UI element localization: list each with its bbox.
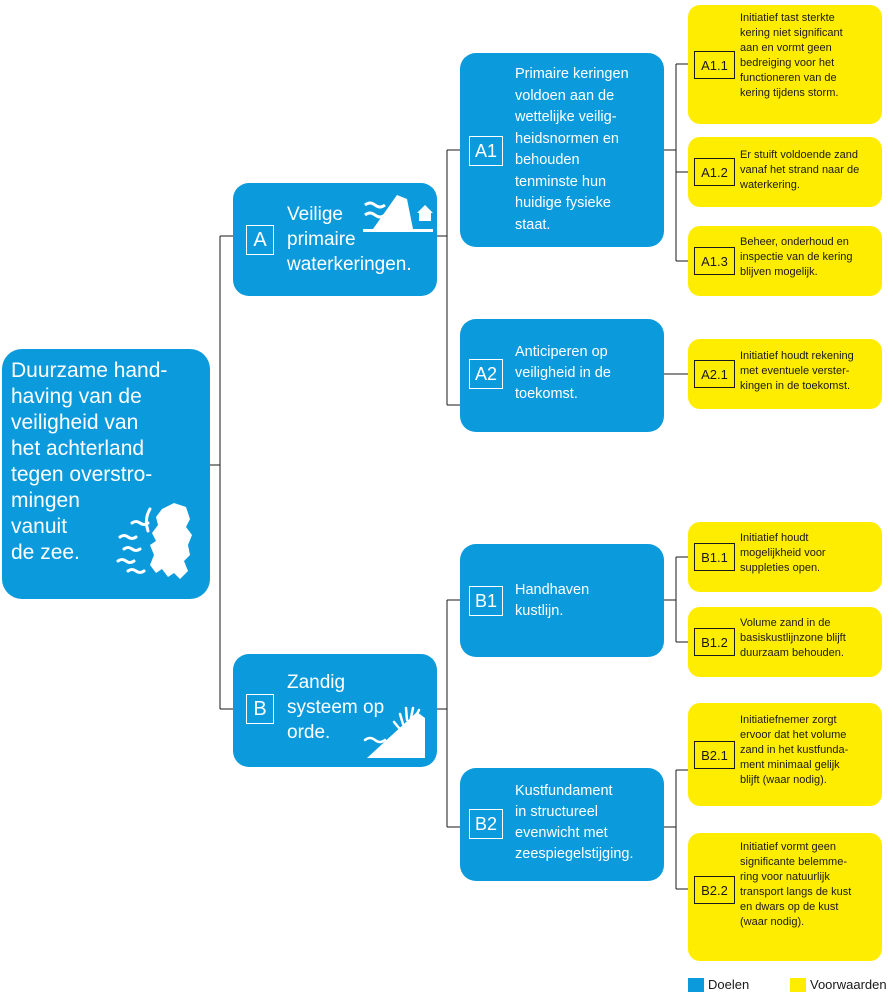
goal-text-a2: Anticiperen op veiligheid in de toekomst…: [515, 344, 611, 402]
condition-box-b1-1: B1.1 Initiatief houdt mogelijkheid voor …: [688, 522, 882, 592]
condition-code-b2-1: B2.1: [694, 741, 735, 769]
condition-text-a1-2: Er stuift voldoende zand vanaf het stran…: [740, 149, 860, 191]
goal-code-b1: B1: [469, 586, 503, 616]
goal-text-a: Veilige primaire waterkeringen.: [287, 204, 412, 275]
condition-text-b2-1: Initiatiefnemer zorgt ervoor dat het vol…: [740, 714, 849, 786]
goal-text-b1: Handhaven kustlijn.: [515, 582, 590, 619]
condition-box-b2-1: B2.1 Initiatiefnemer zorgt ervoor dat he…: [688, 703, 882, 806]
goal-text-a1: Primaire keringen voldoen aan de wetteli…: [515, 66, 629, 233]
goal-code-a2: A2: [469, 359, 503, 389]
root-goal-box: Duurzame hand- having van de veiligheid …: [2, 349, 210, 599]
condition-code-a1-2: A1.2: [694, 158, 735, 186]
legend-condition-swatch: [790, 978, 806, 992]
goal-code-b2: B2: [469, 809, 503, 839]
goal-box-b: B Zandig systeem op orde.: [233, 654, 437, 767]
condition-box-a1-3: A1.3 Beheer, onderhoud en inspectie van …: [688, 226, 882, 296]
condition-code-b2-2: B2.2: [694, 876, 735, 904]
goal-code-b: B: [246, 694, 274, 724]
legend-goal-label: Doelen: [708, 977, 750, 992]
goal-box-b2: B2 Kustfundament in structureel evenwich…: [460, 768, 664, 881]
condition-code-b1-2: B1.2: [694, 628, 735, 656]
goal-box-b1: B1 Handhaven kustlijn.: [460, 544, 664, 657]
goal-box-a1: A1 Primaire keringen voldoen aan de wett…: [460, 53, 664, 247]
condition-box-a2-1: A2.1 Initiatief houdt rekening met event…: [688, 339, 882, 409]
legend-condition-label: Voorwaarden: [810, 977, 887, 992]
goal-text-b: Zandig systeem op orde.: [287, 672, 385, 743]
legend-goal-swatch: [688, 978, 704, 992]
condition-text-a1-1: Initiatief tast sterkte kering niet sign…: [740, 12, 843, 99]
goal-box-a: A Veilige primaire waterkeringen.: [233, 183, 437, 296]
condition-text-a1-3: Beheer, onderhoud en inspectie van de ke…: [740, 236, 853, 278]
goal-text-b2: Kustfundament in structureel evenwicht m…: [515, 783, 634, 862]
condition-box-b2-2: B2.2 Initiatief vormt geen significante …: [688, 833, 882, 961]
goal-code-a1: A1: [469, 136, 503, 166]
condition-box-b1-2: B1.2 Volume zand in de basiskustlijnzone…: [688, 607, 882, 677]
condition-code-a1-1: A1.1: [694, 51, 735, 79]
netherlands-map-waves-icon: [116, 503, 192, 579]
dune-house-icon: [363, 195, 433, 232]
goal-box-a2: A2 Anticiperen op veiligheid in de toeko…: [460, 319, 664, 432]
condition-text-b2-2: Initiatief vormt geen significante belem…: [740, 841, 852, 928]
root-goal-text: Duurzame hand- having van de veiligheid …: [11, 359, 168, 564]
condition-box-a1-2: A1.2 Er stuift voldoende zand vanaf het …: [688, 137, 882, 207]
condition-text-b1-1: Initiatief houdt mogelijkheid voor suppl…: [740, 532, 826, 574]
condition-code-b1-1: B1.1: [694, 543, 735, 571]
condition-code-a1-3: A1.3: [694, 247, 735, 275]
condition-text-b1-2: Volume zand in de basiskustlijnzone blij…: [740, 617, 846, 659]
goal-code-a: A: [246, 225, 274, 255]
condition-code-a2-1: A2.1: [694, 360, 735, 388]
condition-text-a2-1: Initiatief houdt rekening met eventuele …: [740, 350, 854, 392]
sand-dune-waves-icon: [363, 706, 425, 758]
condition-box-a1-1: A1.1 Initiatief tast sterkte kering niet…: [688, 5, 882, 124]
